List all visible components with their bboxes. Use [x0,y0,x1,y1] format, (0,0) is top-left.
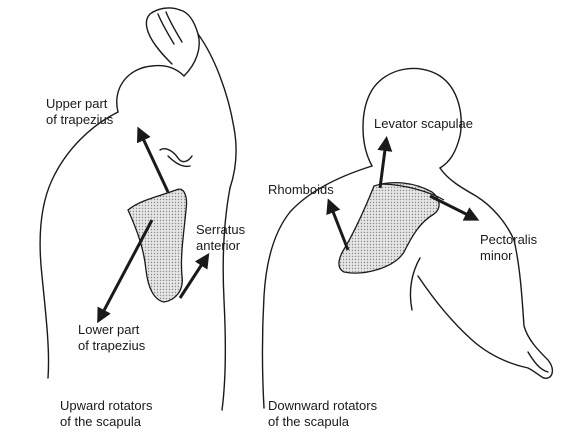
label-lower-trapezius-line2: of trapezius [78,338,145,354]
label-levator-scapulae: Levator scapulae [374,116,473,132]
caption-downward-line2: of the scapula [268,414,377,430]
caption-upward-rotators: Upward rotators of the scapula [60,398,152,430]
rhomboids-arrow [330,204,348,250]
label-rhomboids: Rhomboids [268,182,334,198]
label-upper-trapezius: Upper part of trapezius [46,96,113,128]
label-lower-trapezius-line1: Lower part [78,322,145,338]
right-scapula [339,183,439,273]
label-serratus-line1: Serratus [196,222,245,238]
lower-trapezius-arrow [100,220,152,318]
caption-downward-rotators: Downward rotators of the scapula [268,398,377,430]
levator-scapulae-arrow [380,142,386,188]
caption-downward-line1: Downward rotators [268,398,377,414]
label-serratus-anterior: Serratus anterior [196,222,245,254]
label-pectoralis-line2: minor [480,248,537,264]
label-serratus-line2: anterior [196,238,245,254]
label-pectoralis-minor: Pectoralis minor [480,232,537,264]
caption-upward-line2: of the scapula [60,414,152,430]
label-upper-trapezius-line1: Upper part [46,96,113,112]
caption-upward-line1: Upward rotators [60,398,152,414]
label-upper-trapezius-line2: of trapezius [46,112,113,128]
label-lower-trapezius: Lower part of trapezius [78,322,145,354]
serratus-arrow [180,258,206,298]
label-pectoralis-line1: Pectoralis [480,232,537,248]
upper-trapezius-arrow [140,132,168,192]
